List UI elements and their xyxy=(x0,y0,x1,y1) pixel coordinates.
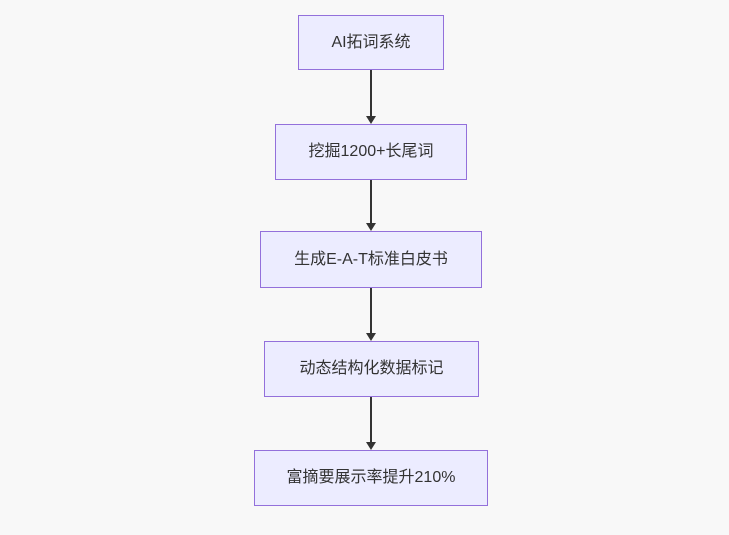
edge-arrow-1 xyxy=(366,70,376,124)
node-label: 富摘要展示率提升210% xyxy=(286,469,456,487)
flow-node-eat-whitepaper: 生成E-A-T标准白皮书 xyxy=(260,231,482,288)
edge-arrow-2 xyxy=(366,180,376,231)
node-label: 动态结构化数据标记 xyxy=(299,360,444,378)
node-label: 生成E-A-T标准白皮书 xyxy=(294,250,448,268)
node-label: AI拓词系统 xyxy=(331,33,411,51)
edge-line xyxy=(370,180,372,223)
flow-node-structured-data-markup: 动态结构化数据标记 xyxy=(264,341,479,397)
arrowhead-icon xyxy=(366,442,376,450)
flow-node-ai-keyword-system: AI拓词系统 xyxy=(298,15,444,70)
arrowhead-icon xyxy=(366,223,376,231)
edge-line xyxy=(370,397,372,442)
edge-line xyxy=(370,288,372,333)
edge-line xyxy=(370,70,372,116)
arrowhead-icon xyxy=(366,116,376,124)
edge-arrow-3 xyxy=(366,288,376,341)
arrowhead-icon xyxy=(366,333,376,341)
edge-arrow-4 xyxy=(366,397,376,450)
node-label: 挖掘1200+长尾词 xyxy=(308,143,434,161)
flow-node-rich-snippet-result: 富摘要展示率提升210% xyxy=(254,450,488,506)
flow-node-longtail-mining: 挖掘1200+长尾词 xyxy=(275,124,467,180)
